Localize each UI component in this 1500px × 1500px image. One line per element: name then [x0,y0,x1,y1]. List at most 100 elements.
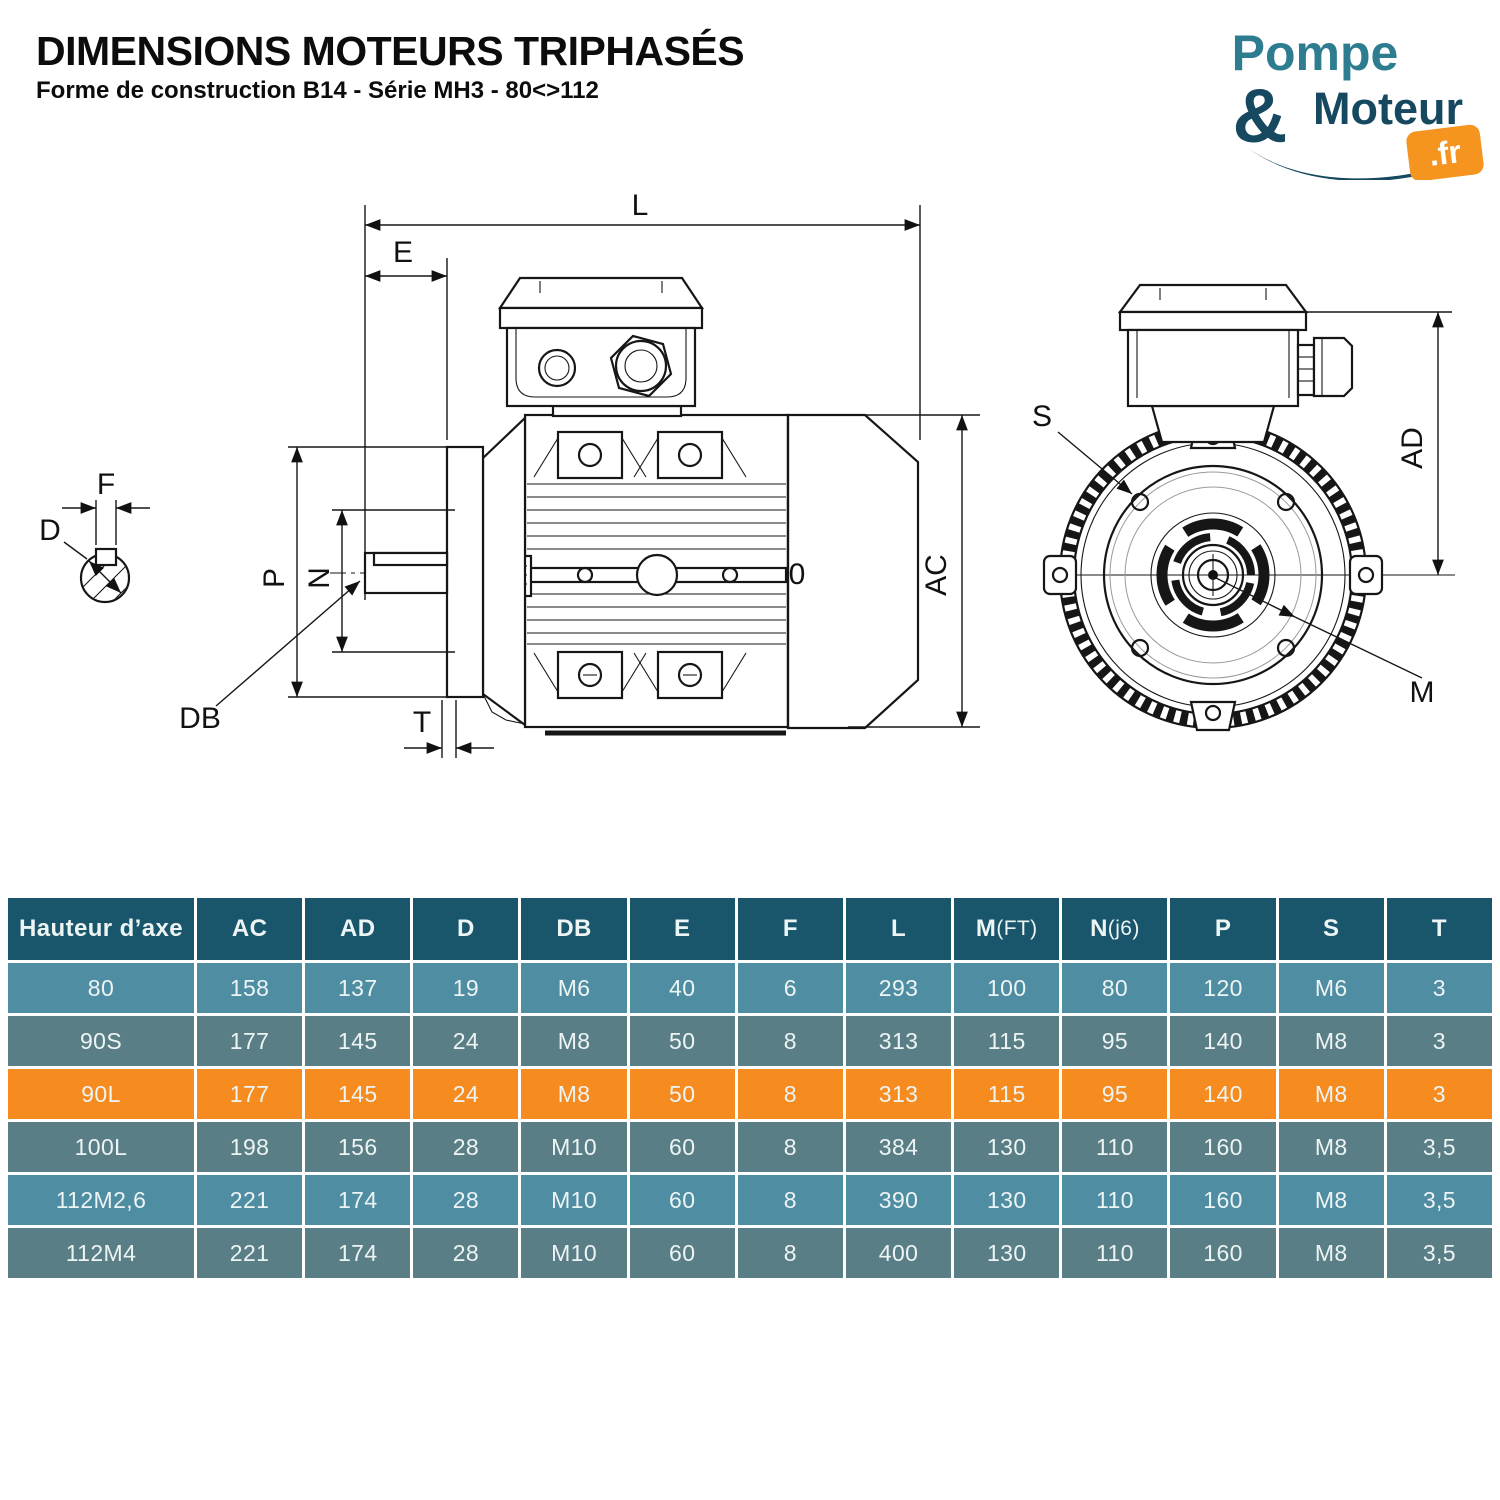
table-cell: 28 [413,1122,519,1172]
dim-label-P: P [258,568,291,588]
table-cell: 3,5 [1386,1228,1492,1278]
column-header: S [1278,898,1384,960]
column-header: F [737,898,843,960]
table-cell: 130 [954,1228,1060,1278]
terminal-box [497,276,705,418]
table-cell: 137 [305,963,411,1013]
table-cell-highlighted: 8 [737,1069,843,1119]
table-cell: 390 [845,1175,952,1225]
label-O: 0 [789,558,806,591]
table-cell: 160 [1170,1228,1276,1278]
table-cell: 130 [954,1122,1060,1172]
column-header: E [629,898,735,960]
table-cell: M8 [1278,1122,1384,1172]
table-cell: 8 [737,1175,843,1225]
cable-gland [1312,336,1354,398]
page-subtitle: Forme de construction B14 - Série MH3 - … [36,77,599,105]
table-cell-highlighted: 177 [197,1069,303,1119]
table-cell: M10 [521,1175,627,1225]
table-cell: 293 [845,963,952,1013]
dim-label-E: E [393,236,413,269]
logo-fr-badge: .fr [1406,124,1484,180]
table-cell-highlighted: 145 [305,1069,411,1119]
table-cell: 100 [954,963,1060,1013]
table-cell: 8 [737,1016,843,1066]
table-cell: M8 [1278,1175,1384,1225]
table-cell: M6 [1278,963,1384,1013]
shaft-section-drawing: F D [39,468,150,604]
table-cell-highlighted: 95 [1062,1069,1168,1119]
table-cell: 28 [413,1228,519,1278]
table-cell: M10 [521,1228,627,1278]
table-cell: 112M2,6 [8,1175,194,1225]
table-cell: 3 [1386,963,1492,1013]
column-header: AD [305,898,411,960]
column-header: P [1170,898,1276,960]
fan-cover [786,413,920,730]
side-view-drawing: 0 L E P N DB T AC [179,189,980,758]
dim-label-AC: AC [920,554,953,596]
table-cell: 110 [1062,1122,1168,1172]
dim-label-L: L [632,189,649,222]
table-cell: 115 [954,1016,1060,1066]
table-cell: 60 [629,1228,735,1278]
table-cell: 60 [629,1122,735,1172]
logo-word-pompe: Pompe [1232,25,1399,81]
technical-drawing: F D [39,189,1455,758]
table-cell-highlighted: 90L [8,1069,194,1119]
column-header: M (FT) [954,898,1060,960]
table-cell: 90S [8,1016,194,1066]
lifting-lugs [533,430,747,700]
logo-ampersand: & [1233,74,1288,159]
table-cell: M10 [521,1122,627,1172]
column-header: L [845,898,952,960]
table-cell: 174 [305,1228,411,1278]
table-cell: 6 [737,963,843,1013]
dim-label-N: N [303,567,336,589]
table-cell: 3 [1386,1016,1492,1066]
table-cell: 313 [845,1016,952,1066]
cooling-fins [527,483,786,645]
shaft-key [372,551,449,567]
column-header: T [1386,898,1492,960]
table-cell: 28 [413,1175,519,1225]
dim-label-D: D [39,514,61,547]
table-cell: 130 [954,1175,1060,1225]
keyway [94,547,118,567]
table-cell: 177 [197,1016,303,1066]
table-cell: 384 [845,1122,952,1172]
page-title: DIMENSIONS MOTEURS TRIPHASÉS [36,28,745,74]
dim-label-T: T [413,706,431,739]
table-cell: 40 [629,963,735,1013]
table-cell: 60 [629,1175,735,1225]
b14-flange [445,445,485,699]
table-cell-highlighted: 115 [954,1069,1060,1119]
table-cell-highlighted: M8 [521,1069,627,1119]
table-cell: 221 [197,1175,303,1225]
dim-label-F: F [97,468,115,501]
table-cell: 19 [413,963,519,1013]
brand-logo: Pompe & Moteur .fr [1232,25,1484,180]
table-cell: 158 [197,963,303,1013]
table-cell: 8 [737,1228,843,1278]
table-cell: 145 [305,1016,411,1066]
header-block: DIMENSIONS MOTEURS TRIPHASÉS Forme de co… [36,28,745,105]
table-cell: 110 [1062,1228,1168,1278]
table-cell: M8 [1278,1016,1384,1066]
table-cell: 221 [197,1228,303,1278]
table-cell: 174 [305,1175,411,1225]
table-cell: 24 [413,1016,519,1066]
table-cell: 156 [305,1122,411,1172]
table-cell-highlighted: 313 [845,1069,952,1119]
table-cell: 120 [1170,963,1276,1013]
table-cell: M6 [521,963,627,1013]
table-cell-highlighted: 140 [1170,1069,1276,1119]
table-cell: 110 [1062,1175,1168,1225]
table-cell-highlighted: 24 [413,1069,519,1119]
table-cell: 3,5 [1386,1175,1492,1225]
table-cell: 3,5 [1386,1122,1492,1172]
table-cell-highlighted: 50 [629,1069,735,1119]
table-cell: M8 [521,1016,627,1066]
table-cell: 95 [1062,1016,1168,1066]
